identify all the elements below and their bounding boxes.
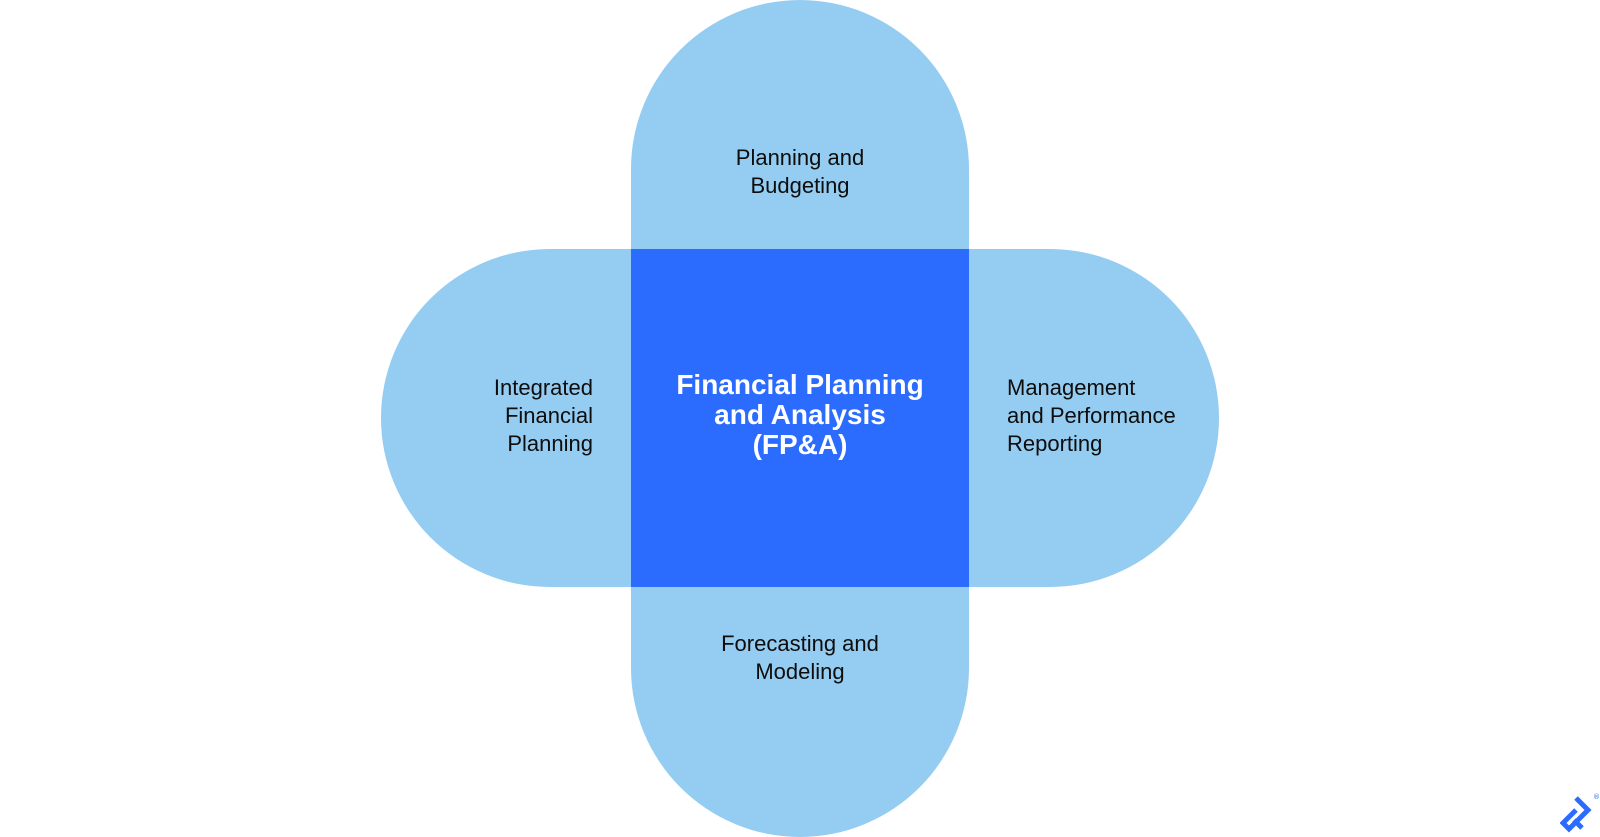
management-performance-reporting-label: Management and Performance Reporting	[1007, 375, 1176, 456]
registered-mark: ®	[1593, 793, 1600, 801]
toptal-logo-stroke	[1572, 818, 1584, 830]
integrated-financial-planning-label: Integrated Financial Planning	[493, 375, 593, 456]
planning-budgeting-label: Planning and Budgeting	[735, 145, 865, 198]
fpa-center-label: Financial Planning and Analysis (FP&A)	[676, 369, 924, 460]
petal-top	[631, 0, 969, 249]
forecasting-modeling-label: Forecasting and Modeling	[721, 631, 879, 684]
toptal-logo-icon: ®	[1560, 793, 1600, 833]
center-square	[631, 249, 969, 587]
toptal-logo-mark	[1560, 796, 1592, 833]
petal-bottom	[631, 587, 969, 837]
